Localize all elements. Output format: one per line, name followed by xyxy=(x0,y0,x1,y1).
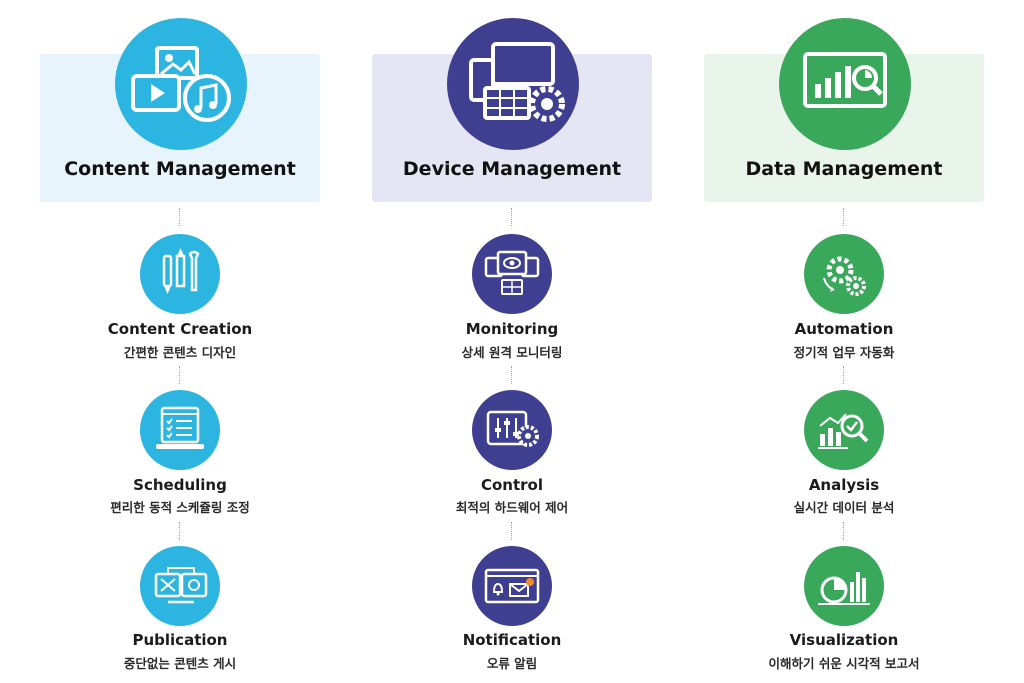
feature-subtitle-monitoring: 상세 원격 모니터링 xyxy=(461,345,563,360)
feature-title-scheduling: Scheduling xyxy=(133,476,227,494)
connector-dots xyxy=(511,366,512,384)
media-icon xyxy=(115,18,247,150)
column-data-management: Data Management Automation 정기적 업무 자동화 An… xyxy=(704,0,984,683)
column-device-management: Device Management Monitoring 상세 원격 모니터링 xyxy=(372,0,652,683)
feature-subtitle-visualization: 이해하기 쉬운 시각적 보고서 xyxy=(768,656,920,671)
feature-title-automation: Automation xyxy=(794,320,894,338)
feature-title-publication: Publication xyxy=(132,631,228,649)
devices-gear-icon xyxy=(447,18,579,150)
feature-subtitle-publication: 중단없는 콘텐츠 게시 xyxy=(123,656,237,671)
connector-dots xyxy=(843,208,844,226)
design-tools-icon xyxy=(140,234,220,314)
data-management-title: Data Management xyxy=(745,158,943,180)
chart-magnifier-icon xyxy=(804,390,884,470)
schedule-checklist-icon xyxy=(140,390,220,470)
control-sliders-icon xyxy=(472,390,552,470)
feature-subtitle-content-creation: 간편한 콘텐츠 디자인 xyxy=(123,345,237,360)
feature-subtitle-analysis: 실시간 데이터 분석 xyxy=(793,500,895,515)
feature-title-content-creation: Content Creation xyxy=(107,320,253,338)
device-management-title: Device Management xyxy=(402,158,622,180)
connector-dots xyxy=(511,522,512,540)
connector-dots xyxy=(179,366,180,384)
feature-subtitle-automation: 정기적 업무 자동화 xyxy=(793,345,895,360)
analytics-board-icon xyxy=(779,18,911,150)
column-content-management: Content Management Content Creation 간편한 … xyxy=(40,0,320,683)
bell-mail-icon xyxy=(472,546,552,626)
feature-title-visualization: Visualization xyxy=(789,631,899,649)
feature-title-monitoring: Monitoring xyxy=(465,320,559,338)
connector-dots xyxy=(179,522,180,540)
feature-title-analysis: Analysis xyxy=(808,476,880,494)
eye-monitor-icon xyxy=(472,234,552,314)
feature-title-notification: Notification xyxy=(462,631,562,649)
gears-icon xyxy=(804,234,884,314)
pie-bar-icon xyxy=(804,546,884,626)
connector-dots xyxy=(179,208,180,226)
content-management-title: Content Management xyxy=(64,158,296,180)
feature-title-control: Control xyxy=(480,476,543,494)
publish-screens-icon xyxy=(140,546,220,626)
feature-subtitle-control: 최적의 하드웨어 제어 xyxy=(455,500,569,515)
feature-subtitle-notification: 오류 알림 xyxy=(486,656,538,671)
feature-subtitle-scheduling: 편리한 동적 스케쥴링 조정 xyxy=(110,500,250,515)
connector-dots xyxy=(843,366,844,384)
connector-dots xyxy=(511,208,512,226)
connector-dots xyxy=(843,522,844,540)
